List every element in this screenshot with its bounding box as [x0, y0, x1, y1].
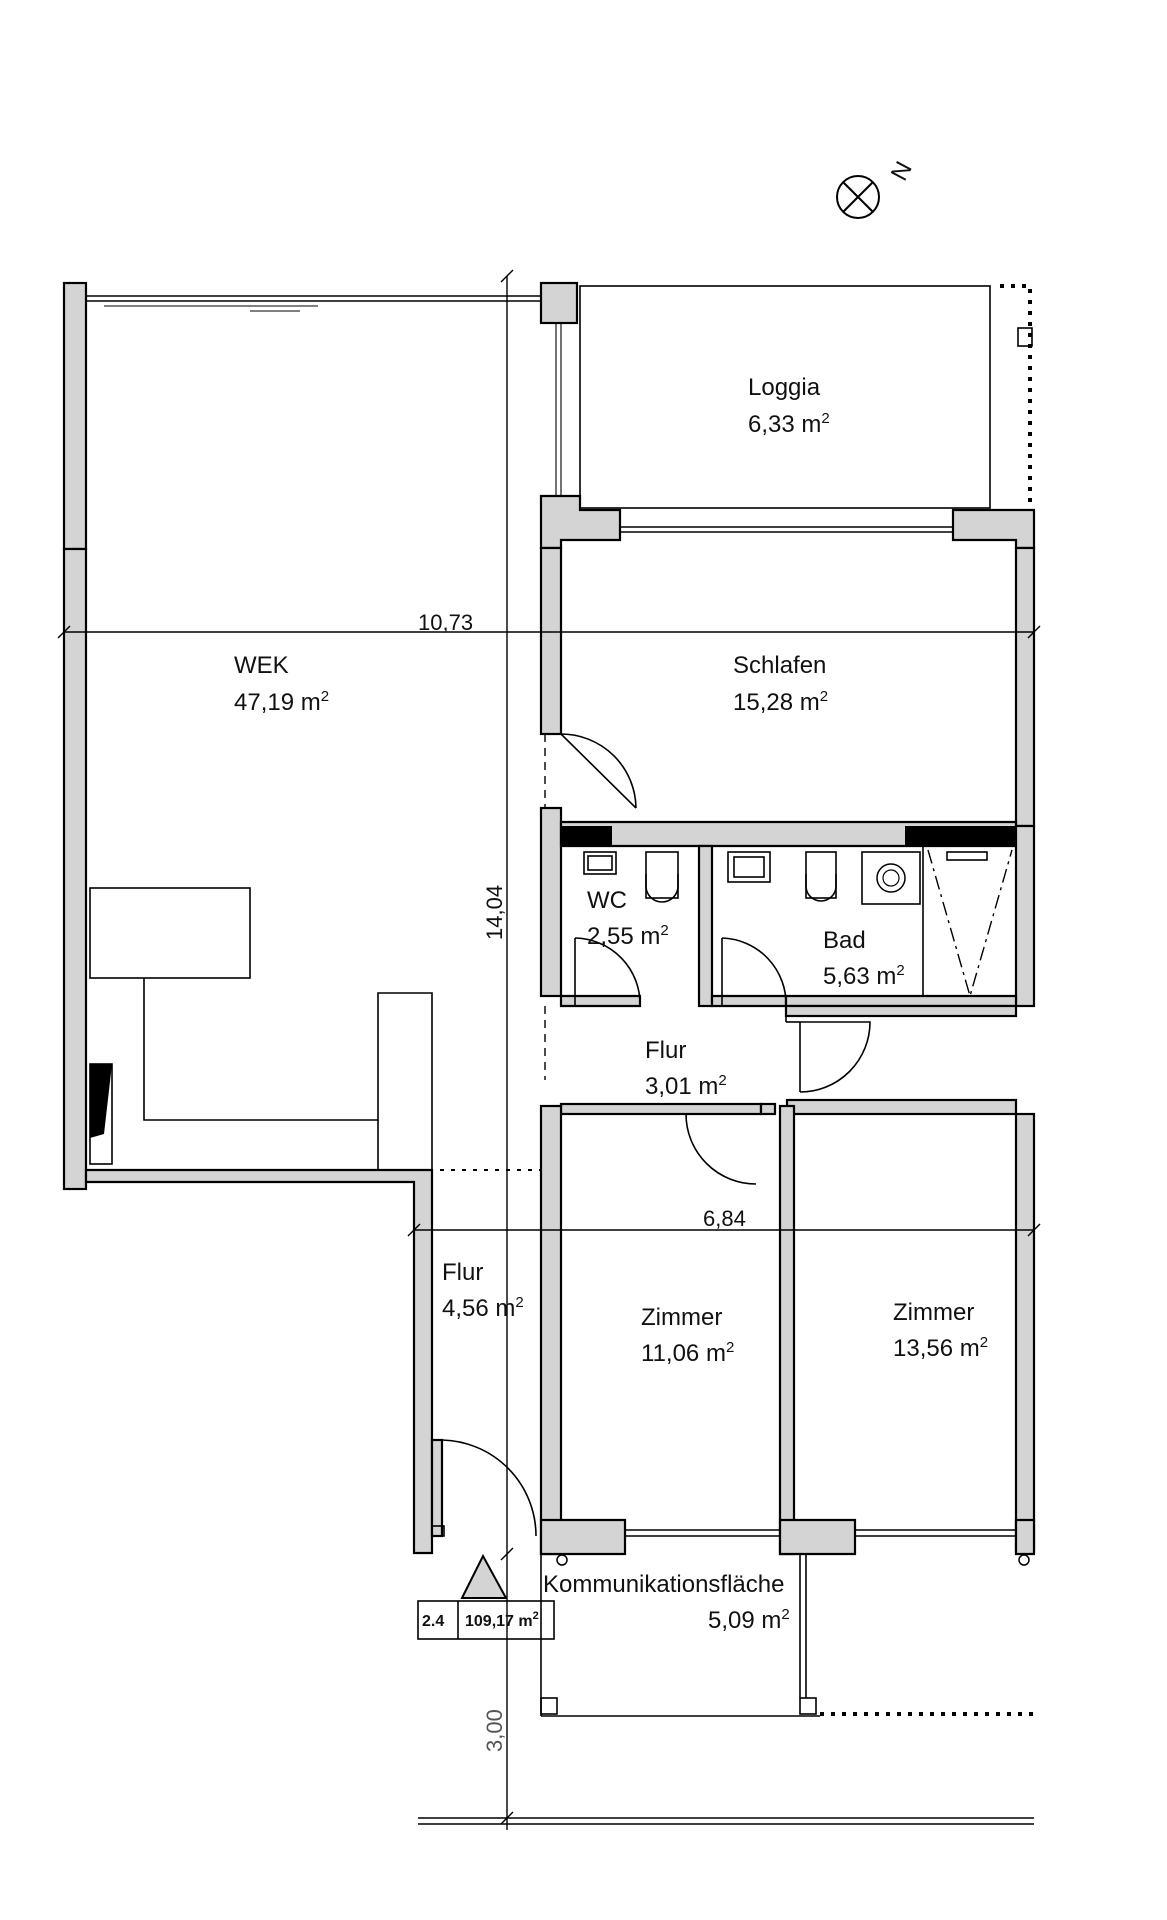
room-area: 5,63 m	[823, 963, 896, 990]
room-area: 6,33 m	[748, 411, 821, 438]
bedroom-walls	[539, 546, 1036, 998]
dim-width-inner: 6,84	[703, 1206, 746, 1231]
dim-width-total: 10,73	[418, 610, 473, 635]
compass-icon	[836, 175, 880, 219]
svg-text:15,28 m2: 15,28 m2	[733, 688, 828, 716]
inner-hall-walls	[559, 1004, 1018, 1185]
svg-text:5,09 m2: 5,09 m2	[708, 1606, 790, 1634]
unit-square: 2	[321, 688, 329, 705]
room-area: 5,09 m	[708, 1607, 781, 1634]
room-area: 4,56 m	[442, 1295, 515, 1322]
room-name: Bad	[823, 927, 866, 954]
bathroom-walls	[559, 824, 1036, 1008]
bedroom-door	[544, 733, 637, 809]
svg-text:6,33 m2: 6,33 m2	[748, 410, 830, 438]
room-bad: Bad 5,63 m2	[823, 927, 905, 990]
room-area: 47,19 m	[234, 689, 321, 716]
room-area: 15,28 m	[733, 689, 820, 716]
room-name: Zimmer	[893, 1299, 974, 1326]
unit-square: 2	[896, 962, 904, 979]
room-zimmer-1: Zimmer 11,06 m2	[641, 1304, 734, 1367]
unit-square: 2	[980, 1334, 988, 1351]
room-zimmer-2: Zimmer 13,56 m2	[893, 1299, 988, 1362]
north-label: N	[886, 157, 918, 185]
svg-text:2,55 m2: 2,55 m2	[587, 922, 669, 950]
dim-corridor: 3,00	[482, 1709, 507, 1752]
unit-square: 2	[660, 922, 668, 939]
svg-text:5,63 m2: 5,63 m2	[823, 962, 905, 990]
kitchen-counter	[89, 887, 433, 1170]
room-loggia: Loggia 6,33 m2	[748, 374, 830, 438]
room-area: 13,56 m	[893, 1335, 980, 1362]
room-area: 2,55 m	[587, 923, 660, 950]
svg-text:11,06 m2: 11,06 m2	[641, 1339, 734, 1367]
entrance-door	[430, 1438, 537, 1538]
corridor-area	[418, 1554, 1034, 1825]
room-schlafen: Schlafen 15,28 m2	[733, 652, 828, 716]
dim-depth-total: 14,04	[482, 885, 507, 940]
room-flur-inner: Flur 3,01 m2	[645, 1037, 727, 1100]
bath-door	[721, 937, 787, 1007]
svg-text:47,19 m2: 47,19 m2	[234, 688, 329, 716]
unit-square: 2	[820, 688, 828, 705]
room-name: Schlafen	[733, 652, 826, 679]
room-name: Loggia	[748, 374, 821, 401]
entrance-marker	[460, 1553, 508, 1599]
svg-text:4,56 m2: 4,56 m2	[442, 1294, 524, 1322]
room-area: 3,01 m	[645, 1073, 718, 1100]
unit-box: 2.4 109,17 m2	[417, 1600, 555, 1640]
room-name: Flur	[442, 1259, 483, 1286]
room-wc: WC 2,55 m2	[587, 887, 669, 950]
unit-square: 2	[533, 1610, 539, 1622]
room-name: WEK	[234, 652, 289, 679]
svg-text:13,56 m2: 13,56 m2	[893, 1334, 988, 1362]
unit-square: 2	[726, 1339, 734, 1356]
svg-text:109,17 m2: 109,17 m2	[465, 1610, 539, 1630]
dimension-lines	[57, 269, 1041, 1830]
unit-square: 2	[515, 1294, 523, 1311]
unit-number: 2.4	[422, 1613, 444, 1630]
svg-text:3,01 m2: 3,01 m2	[645, 1072, 727, 1100]
room-name: Kommunikationsfläche	[543, 1571, 784, 1598]
unit-square: 2	[718, 1072, 726, 1089]
room-name: WC	[587, 887, 627, 914]
unit-area: 109,17 m	[465, 1613, 533, 1630]
room-flur-entry: Flur 4,56 m2	[442, 1259, 524, 1322]
unit-square: 2	[821, 410, 829, 427]
room-kommunikation: Kommunikationsfläche 5,09 m2	[543, 1571, 790, 1634]
room-name: Flur	[645, 1037, 686, 1064]
room-area: 11,06 m	[641, 1340, 726, 1367]
room-wek: WEK 47,19 m2	[234, 652, 329, 716]
unit-square: 2	[781, 1606, 789, 1623]
wek-walls	[62, 281, 540, 1555]
wc-door	[544, 937, 641, 1080]
bathroom-fixtures	[583, 849, 1013, 999]
room-name: Zimmer	[641, 1304, 722, 1331]
loggia-walls	[539, 281, 1036, 550]
rooms-walls	[539, 1104, 1036, 1566]
